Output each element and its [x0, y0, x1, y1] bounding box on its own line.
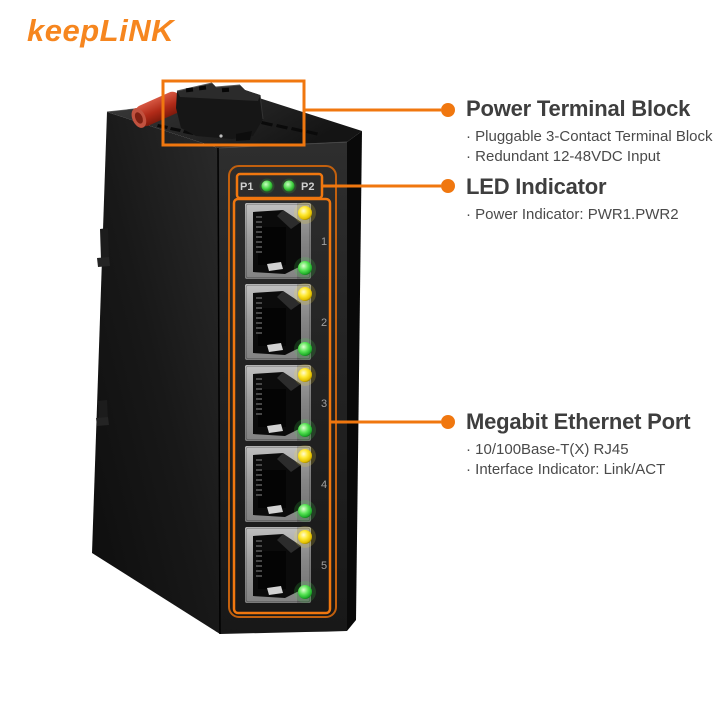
port-number-5: 5	[321, 560, 327, 572]
callout-bullets-ethernet: · 10/100Base-T(X) RJ45 · Interface Indic…	[466, 440, 716, 479]
callout-graphics	[161, 79, 455, 429]
callout-title-led: LED Indicator	[466, 174, 607, 199]
ports-callout-box	[232, 197, 332, 615]
callout-bullet: · Pluggable 3-Contact Terminal Block	[466, 128, 713, 145]
callout-title-power: Power Terminal Block	[466, 96, 691, 121]
callout-bullet: · Power Indicator: PWR1.PWR2	[466, 206, 679, 223]
ethernet-callout-dot	[441, 415, 455, 429]
red-connector	[131, 91, 183, 128]
panel-print-outline	[228, 165, 337, 618]
p2-led	[283, 180, 295, 192]
brand-logo: keepLiNK	[27, 13, 174, 48]
rj45-port-1	[244, 201, 317, 280]
rj45-port-2	[244, 282, 317, 361]
power-callout-dot	[441, 103, 455, 117]
port-number-2: 2	[321, 317, 327, 329]
side-face	[92, 112, 220, 634]
ethernet-ports: 1 2 3 4 5	[244, 201, 327, 604]
rj45-port-4	[244, 444, 317, 523]
top-vent-slots	[157, 121, 318, 136]
port-number-1: 1	[321, 236, 327, 248]
callout-bullets-power: · Pluggable 3-Contact Terminal Block · R…	[466, 127, 716, 166]
callout-bullet: · Redundant 12-48VDC Input	[466, 147, 661, 165]
rj45-port-3	[244, 363, 317, 442]
port-number-3: 3	[321, 398, 327, 410]
callout-bullets-led: · Power Indicator: PWR1.PWR2	[466, 205, 716, 225]
terminal-block	[176, 82, 264, 141]
p2-label: P2	[301, 181, 314, 193]
callout-megabit-ethernet-port: Megabit Ethernet Port · 10/100Base-T(X) …	[466, 409, 716, 479]
rj45-port-5	[244, 525, 317, 604]
callout-led-indicator: LED Indicator · Power Indicator: PWR1.PW…	[466, 174, 716, 225]
callout-title-ethernet: Megabit Ethernet Port	[466, 409, 691, 434]
din-rail-clips	[96, 228, 110, 426]
p1-led	[261, 180, 273, 192]
p1-label: P1	[240, 181, 253, 193]
callout-bullet: · Interface Indicator: Link/ACT	[466, 460, 666, 478]
port-number-4: 4	[321, 479, 327, 491]
led-callout-dot	[441, 179, 455, 193]
callout-bullet: · 10/100Base-T(X) RJ45	[466, 441, 629, 458]
device-reflection	[92, 629, 362, 720]
switch-device: P1 P2 1 2 3 4 5	[92, 82, 362, 635]
terminal-callout-box	[161, 79, 306, 147]
led-indicator-row: P1 P2	[240, 178, 314, 194]
right-edge-face	[347, 131, 362, 631]
callout-power-terminal-block: Power Terminal Block · Pluggable 3-Conta…	[466, 96, 716, 166]
